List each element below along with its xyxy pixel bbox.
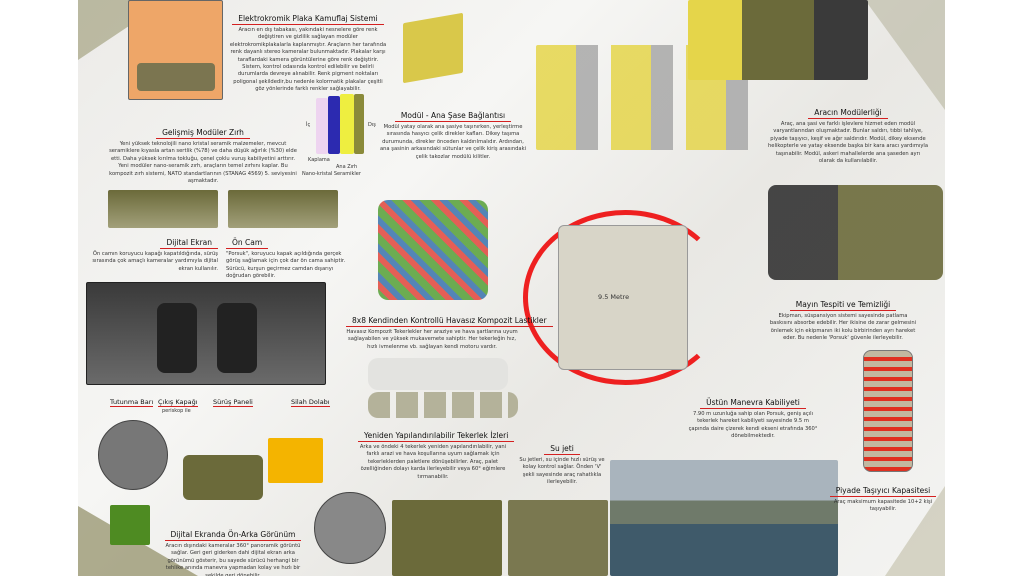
- outer-layer: [354, 94, 364, 154]
- infantry-text: Araç maksimum kapasitede 10+2 kişi taşıy…: [833, 499, 933, 513]
- mine-text: Ekipman, süspansiyon sistemi sayesinde p…: [769, 313, 917, 342]
- mine-clearing-image: [768, 185, 943, 280]
- module-title: Modül - Ana Şase Bağlantısı: [394, 111, 512, 122]
- interior-image: [86, 282, 326, 385]
- armor-section: Gelişmiş Modüler Zırh Yeni yüksek teknol…: [108, 120, 298, 185]
- periscope-label: periskop ile: [162, 408, 191, 414]
- front-view-open-image: [228, 190, 338, 228]
- mine-title: Mayın Tespiti ve Temizliği: [789, 300, 897, 311]
- diameter-label: 9.5 Metre: [598, 293, 630, 301]
- front-camera-box: [268, 438, 323, 483]
- vehicle-side-sketch: [368, 358, 508, 390]
- turning-circle: [523, 210, 728, 385]
- camouflage-vehicle-image: [128, 0, 223, 100]
- water-jet-text: Su jetleri, su içinde hızlı sürüş ve kol…: [519, 457, 605, 486]
- digital-screen-section: Dijital Ekran Ön camın koruyucu kapağı k…: [78, 230, 218, 273]
- wheel-variants-image: [368, 392, 518, 418]
- armor-text: Yeni yüksek teknolojili nano kristal ser…: [109, 141, 297, 185]
- rear-view-section: Dijital Ekranda Ön-Arka Görünüm Aracın d…: [158, 522, 308, 576]
- camo-text: Aracın en dış tabakası, yakındaki nesnel…: [229, 27, 387, 93]
- maneuver-title: Üstün Manevra Kabiliyeti: [700, 398, 806, 409]
- main-armor-layer: [328, 96, 340, 154]
- water-jet-detail-image: [392, 500, 502, 576]
- tires-title: 8x8 Kendinden Kontrollü Havasız Kompozit…: [346, 316, 553, 327]
- maneuver-text: 7.90 m uzunluğa sahip olan Porsuk, geniş…: [688, 411, 818, 440]
- mine-section: Mayın Tespiti ve Temizliği Ekipman, süsp…: [768, 292, 918, 343]
- wheels-title: Yeniden Yapılandırılabilir Tekerlek İzle…: [358, 431, 515, 442]
- vehicle-in-water-image: [610, 460, 838, 576]
- decor-triangle: [865, 0, 945, 110]
- nano-ceramic-layer: [340, 94, 354, 154]
- camo-section: Elektrokromik Plaka Kamuflaj Sistemi Ara…: [228, 6, 388, 94]
- grab-bar-label: Tutunma Barı: [110, 398, 154, 407]
- modularity-text: Araç, ana şasi ve farklı işlevlere hizme…: [768, 121, 929, 165]
- exit-hatch-label: Çıkış Kapağı: [158, 398, 198, 407]
- infantry-section: Piyade Taşıyıcı Kapasitesi Araç maksimum…: [828, 478, 938, 514]
- weapon-cabinet-label: Silah Dolabı: [291, 398, 330, 407]
- maneuver-section: Üstün Manevra Kabiliyeti 7.90 m uzunluğa…: [688, 390, 818, 441]
- digital-screen-title: Dijital Ekran: [160, 238, 218, 249]
- windshield-section: Ön Cam "Porsuk", koruyucu kapak açıldığı…: [226, 230, 351, 281]
- driver-screen-circle: [314, 492, 386, 564]
- modularity-title: Aracın Modülerliği: [808, 108, 888, 119]
- driving-panel-label: Sürüş Paneli: [213, 398, 253, 407]
- armor-title: Gelişmiş Modüler Zırh: [156, 128, 250, 139]
- wheels-text: Arka ve öndeki 4 tekerlek yeniden yapıla…: [359, 444, 507, 480]
- poster: Elektrokromik Plaka Kamuflaj Sistemi Ara…: [78, 0, 945, 576]
- infantry-title: Piyade Taşıyıcı Kapasitesi: [829, 486, 937, 497]
- module-text: Modül yatay olarak ana şasiye taşınırken…: [379, 124, 527, 160]
- tires-section: 8x8 Kendinden Kontrollü Havasız Kompozit…: [346, 308, 553, 351]
- main-armor-label: Ana Zırh: [336, 164, 358, 170]
- water-jet-side-image: [508, 500, 608, 576]
- rear-view-text: Aracın dışındaki kameralar 360° panorami…: [165, 543, 301, 576]
- decor-triangle: [885, 486, 945, 576]
- windshield-title: Ön Cam: [226, 238, 269, 249]
- driver-view-circle: [98, 420, 168, 490]
- water-jet-title: Su jeti: [544, 444, 580, 455]
- camo-title: Elektrokromik Plaka Kamuflaj Sistemi: [232, 14, 384, 25]
- rear-view-title: Dijital Ekranda Ön-Arka Görünüm: [164, 530, 302, 541]
- windshield-text: "Porsuk", koruyucu kapak açıldığında ger…: [226, 251, 346, 280]
- outer-label: Dış: [368, 122, 376, 128]
- digital-screen-text: Ön camın koruyucu kapağı kapatıldığında,…: [92, 251, 218, 272]
- vehicle-modules-image: [688, 0, 868, 80]
- water-jet-section: Su jeti Su jetleri, su içinde hızlı sürü…: [518, 436, 606, 487]
- infantry-layout-image: [863, 350, 913, 472]
- coating-layer: [316, 98, 328, 154]
- chassis-wheels-image: [378, 200, 488, 300]
- nano-label: Nano-kristal Seramikler: [302, 171, 361, 177]
- front-view-closed-image: [108, 190, 218, 228]
- rear-camera-box: [110, 505, 150, 545]
- vehicle-rear-view-image: [183, 455, 263, 500]
- tires-text: Havasız Kompozit Tekerlekler her araziye…: [346, 329, 518, 350]
- inner-label: İç: [306, 122, 311, 128]
- coating-label: Kaplama: [308, 157, 330, 163]
- wheels-section: Yeniden Yapılandırılabilir Tekerlek İzle…: [358, 423, 515, 481]
- module-connection-image: [403, 12, 463, 84]
- modularity-section: Aracın Modülerliği Araç, ana şasi ve far…: [768, 100, 928, 165]
- module-section: Modül - Ana Şase Bağlantısı Modül yatay …: [378, 103, 528, 161]
